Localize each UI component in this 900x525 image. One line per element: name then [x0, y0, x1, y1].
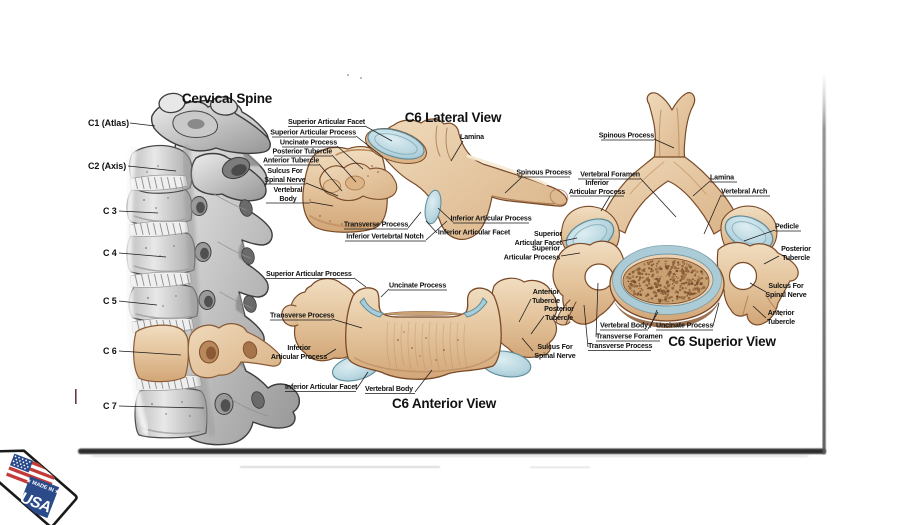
svg-text:Sulcus For: Sulcus For	[768, 282, 804, 290]
svg-text:C 3: C 3	[103, 206, 117, 216]
svg-text:Tubercle: Tubercle	[545, 314, 573, 322]
svg-text:Superior Articular Facet: Superior Articular Facet	[288, 118, 366, 126]
svg-text:Transverse Process: Transverse Process	[270, 312, 335, 320]
svg-text:C 4: C 4	[103, 248, 117, 258]
svg-text:C2 (Axis): C2 (Axis)	[88, 161, 126, 171]
svg-text:Lamina: Lamina	[460, 133, 484, 141]
svg-text:Lamina: Lamina	[710, 174, 734, 182]
svg-text:Superior: Superior	[534, 230, 562, 238]
svg-text:Articular Process: Articular Process	[504, 254, 560, 262]
svg-text:Anterior: Anterior	[533, 288, 560, 296]
svg-text:Transverse Process: Transverse Process	[344, 221, 409, 229]
svg-text:Articular Facet: Articular Facet	[515, 239, 563, 247]
svg-text:Vertebral Foramen: Vertebral Foramen	[580, 171, 640, 179]
svg-text:Transverse Process: Transverse Process	[588, 342, 653, 350]
svg-text:Vertebral: Vertebral	[273, 186, 302, 194]
svg-text:Anterior: Anterior	[768, 309, 795, 317]
svg-text:Inferior Articular Facet: Inferior Articular Facet	[285, 383, 358, 391]
svg-text:Vertebral Body: Vertebral Body	[600, 322, 648, 330]
svg-text:Tubercle: Tubercle	[532, 297, 560, 305]
svg-text:Sulcus For: Sulcus For	[537, 343, 573, 351]
svg-text:Sulcus For: Sulcus For	[267, 167, 303, 175]
svg-text:Inferior Vertebrtal Notch: Inferior Vertebrtal Notch	[346, 233, 423, 241]
svg-text:Anterior Tubercle: Anterior Tubercle	[263, 157, 319, 165]
svg-text:Vertebral Arch: Vertebral Arch	[721, 188, 767, 196]
svg-text:Spinous Process: Spinous Process	[516, 169, 572, 177]
svg-text:Articular Process: Articular Process	[569, 188, 625, 196]
svg-text:Inferior Articular Process: Inferior Articular Process	[451, 215, 532, 223]
svg-text:Vertebral Body: Vertebral Body	[365, 385, 413, 393]
svg-text:Uncinate Process: Uncinate Process	[389, 282, 446, 290]
svg-text:Superior Articular Process: Superior Articular Process	[270, 129, 356, 137]
svg-text:Superior: Superior	[532, 245, 560, 253]
svg-text:Inferior: Inferior	[287, 344, 311, 352]
svg-text:Cervical Spine: Cervical Spine	[182, 91, 273, 106]
svg-text:Superior Articular Process: Superior Articular Process	[266, 270, 352, 278]
svg-text:C6 Lateral View: C6 Lateral View	[405, 110, 502, 125]
svg-text:Spinal Nerve: Spinal Nerve	[264, 176, 305, 184]
svg-text:Articular Process: Articular Process	[271, 353, 327, 361]
svg-text:Pedicle: Pedicle	[775, 223, 799, 231]
svg-text:Posterior Tubercle: Posterior Tubercle	[273, 148, 333, 156]
svg-text:Tubercle: Tubercle	[767, 318, 795, 326]
svg-text:Posterior: Posterior	[781, 245, 811, 253]
svg-text:Tubercle: Tubercle	[782, 254, 810, 262]
svg-text:Spinal Nerve: Spinal Nerve	[765, 291, 806, 299]
svg-text:C 5: C 5	[103, 296, 117, 306]
svg-text:Spinal Nerve: Spinal Nerve	[534, 352, 575, 360]
svg-text:Transverse Foramen: Transverse Foramen	[596, 333, 663, 341]
svg-text:C6 Anterior View: C6 Anterior View	[392, 396, 497, 411]
svg-text:Uncinate Process: Uncinate Process	[280, 139, 337, 147]
svg-text:Spinous Process: Spinous Process	[599, 132, 655, 140]
svg-text:Body: Body	[279, 195, 296, 203]
svg-text:C6 Superior View: C6 Superior View	[668, 334, 776, 349]
svg-text:Uncinate Process: Uncinate Process	[656, 322, 713, 330]
svg-text:Posterior: Posterior	[544, 305, 574, 313]
svg-text:C 6: C 6	[103, 346, 117, 356]
svg-text:C 7: C 7	[103, 401, 117, 411]
svg-text:Inferior: Inferior	[585, 179, 609, 187]
svg-text:C1 (Atlas): C1 (Atlas)	[88, 118, 129, 128]
svg-text:Inferior Articular Facet: Inferior Articular Facet	[438, 229, 511, 237]
